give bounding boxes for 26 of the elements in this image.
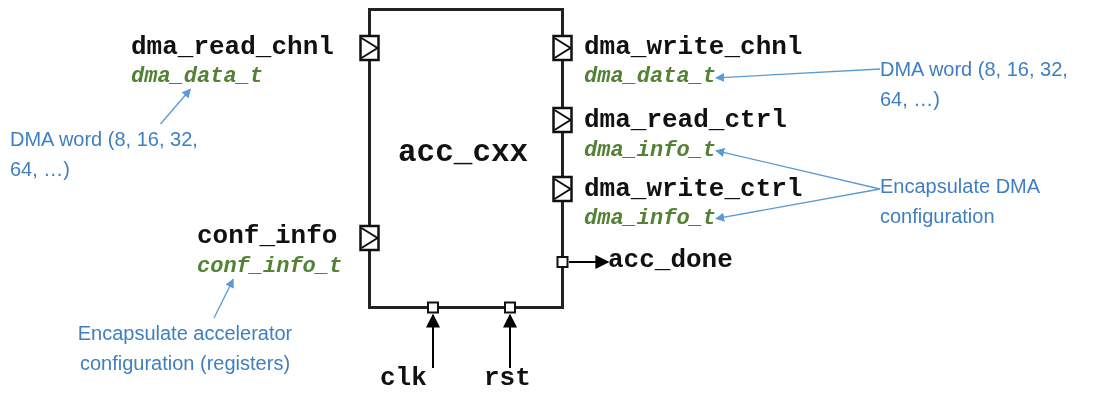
leader-line (213, 278, 234, 319)
annotation-text: Encapsulate DMA configuration (880, 171, 1095, 231)
port-name: conf_info (197, 222, 338, 252)
annotation-text: DMA word (8, 16, 32, 64, …) (880, 54, 1095, 114)
signal-name: acc_done (608, 246, 733, 276)
port-name: dma_write_ctrl (584, 175, 803, 205)
data-type-label: dma_data_t (131, 64, 264, 90)
annotation-text: Encapsulate accelerator configuration (registers) (40, 318, 330, 378)
data-type-label: dma_info_t (584, 138, 717, 164)
leader-line (159, 88, 192, 125)
data-type-label: dma_data_t (584, 64, 717, 90)
signal-arrow (568, 255, 610, 269)
signal-name: clk (380, 364, 427, 394)
port-name: dma_read_chnl (131, 33, 334, 63)
leader-line (715, 188, 881, 222)
data-type-label: dma_info_t (584, 206, 717, 232)
signal-arrow (426, 313, 440, 369)
leader-line (715, 68, 881, 82)
signal-name: rst (484, 364, 531, 394)
signal-arrow (503, 313, 517, 369)
port-name: dma_read_ctrl (584, 106, 787, 136)
annotation-text: DMA word (8, 16, 32, 64, …) (10, 124, 225, 184)
module-name: acc_cxx (398, 135, 529, 171)
data-type-label: conf_info_t (197, 254, 343, 280)
port-name: dma_write_chnl (584, 33, 803, 63)
leader-line (715, 148, 881, 190)
